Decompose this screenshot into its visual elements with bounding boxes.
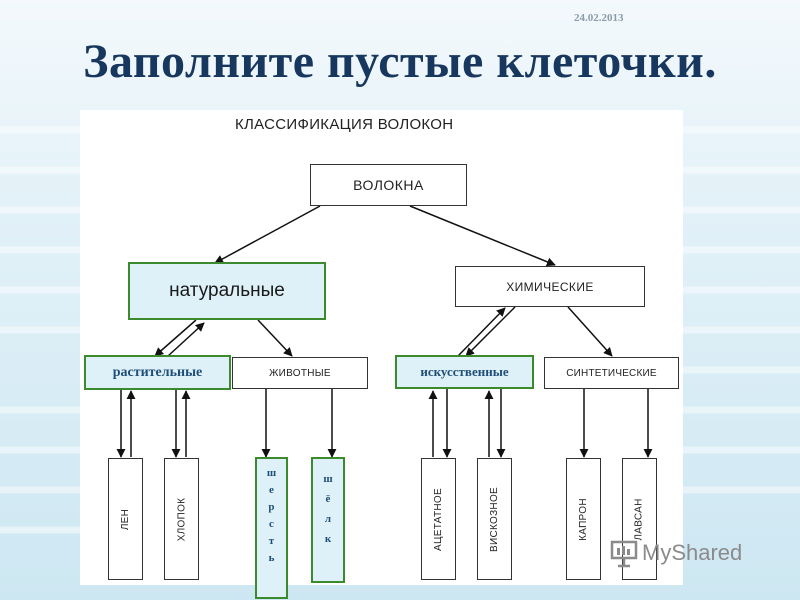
box-wool[interactable]: ш е р с т ь xyxy=(255,457,288,599)
box-animal-label: ЖИВОТНЫЕ xyxy=(269,367,331,379)
silk-letter: ё xyxy=(325,493,331,505)
box-synthetic: СИНТЕТИЧЕСКИЕ xyxy=(544,357,679,389)
diagram-heading: КЛАССИФИКАЦИЯ ВОЛОКОН xyxy=(235,116,454,133)
wool-letter: р xyxy=(268,501,275,513)
box-animal: ЖИВОТНЫЕ xyxy=(232,357,368,389)
box-natural[interactable]: натуральные xyxy=(128,262,326,320)
silk-letter: л xyxy=(324,513,332,525)
box-plant-label: растительные xyxy=(112,364,203,380)
box-chemical-label: ХИМИЧЕСКИЕ xyxy=(506,279,594,294)
box-lavsan: ЛАВСАН xyxy=(622,458,657,580)
box-silk[interactable]: ш ё л к xyxy=(311,457,345,583)
box-kapron: КАПРОН xyxy=(566,458,601,580)
box-cotton-label: ХЛОПОК xyxy=(176,497,188,541)
wool-letter: ш xyxy=(266,467,277,479)
box-synthetic-label: СИНТЕТИЧЕСКИЕ xyxy=(566,367,657,379)
box-flax: ЛЕН xyxy=(108,458,143,580)
box-viscose-label: ВИСКОЗНОЕ xyxy=(489,486,501,552)
watermark-logo: MyShared xyxy=(608,538,742,568)
box-kapron-label: КАПРОН xyxy=(578,497,590,541)
wool-letter: т xyxy=(268,535,275,547)
box-wool-letters: ш е р с т ь xyxy=(267,459,276,567)
box-fibers: ВОЛОКНА xyxy=(310,164,467,206)
box-silk-letters: ш ё л к xyxy=(323,459,332,549)
box-artificial[interactable]: искусственные xyxy=(395,355,534,389)
box-artificial-label: искусственные xyxy=(420,364,509,379)
slide-title: Заполните пустые клеточки. xyxy=(83,35,717,88)
wool-letter: с xyxy=(269,518,274,530)
box-cotton: ХЛОПОК xyxy=(164,458,199,580)
silk-letter: ш xyxy=(323,473,333,485)
box-lavsan-label: ЛАВСАН xyxy=(634,497,646,541)
box-chemical: ХИМИЧЕСКИЕ xyxy=(455,266,645,307)
silk-letter: к xyxy=(324,533,332,545)
slide-date: 24.02.2013 xyxy=(574,12,624,24)
box-fibers-label: ВОЛОКНА xyxy=(353,177,424,193)
box-plant[interactable]: растительные xyxy=(84,355,231,390)
box-viscose: ВИСКОЗНОЕ xyxy=(477,458,512,580)
box-acetate: АЦЕТАТНОЕ xyxy=(421,458,456,580)
wool-letter: е xyxy=(269,484,274,496)
box-acetate-label: АЦЕТАТНОЕ xyxy=(433,487,445,551)
box-natural-label: натуральные xyxy=(169,280,285,301)
arrow-root-chemical xyxy=(409,205,556,267)
wool-letter: ь xyxy=(268,552,275,564)
box-flax-label: ЛЕН xyxy=(119,508,131,530)
arrow-root-natural xyxy=(214,205,321,264)
myshared-logo-icon xyxy=(610,540,638,568)
watermark-brand: MyShared xyxy=(642,540,743,565)
